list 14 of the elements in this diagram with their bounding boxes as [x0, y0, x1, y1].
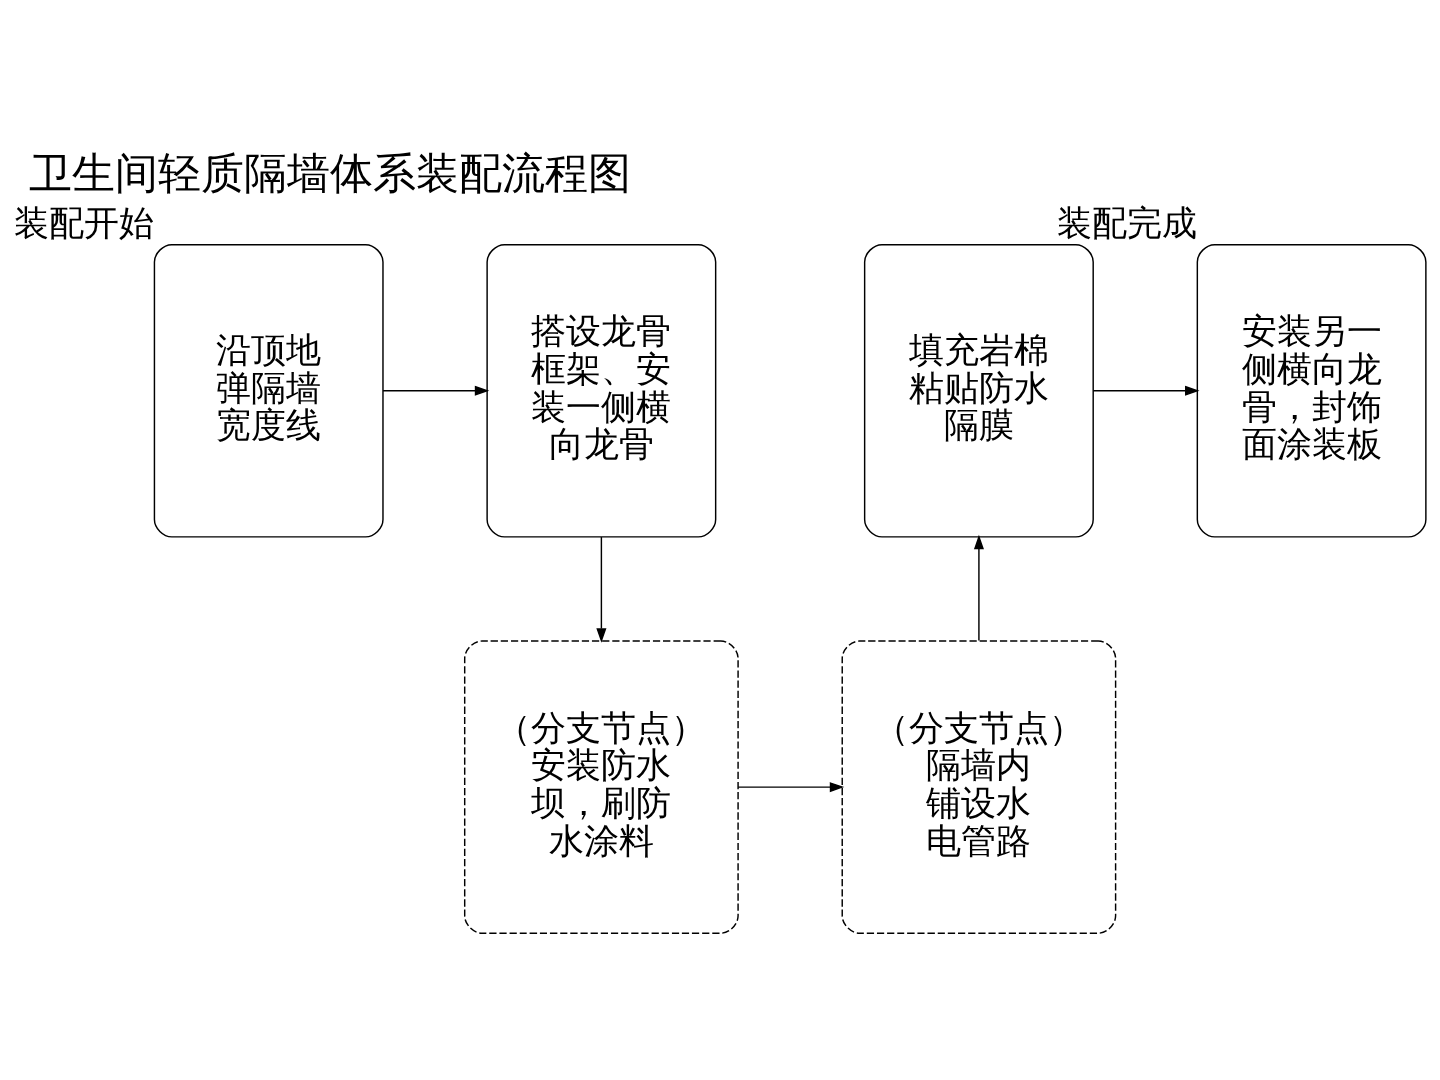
- arrow: [737, 781, 845, 792]
- diagram-title: 卫生间轻质隔墙体系装配流程图: [29, 147, 632, 198]
- node-box: 搭设龙骨框架、安装一侧横向龙骨: [486, 243, 717, 538]
- arrow: [973, 534, 984, 641]
- node-box: （分支节点） 安装防水坝，刷防水涂料: [463, 639, 739, 934]
- arrow: [382, 385, 490, 396]
- arrow: [1092, 385, 1200, 396]
- node-label: 装配完成: [1057, 202, 1198, 243]
- arrow: [596, 535, 607, 643]
- node-box: 安装另一侧横向龙骨，封饰面涂装板: [1196, 243, 1427, 538]
- node-box: 沿顶地弹隔墙宽度线: [153, 243, 384, 538]
- node-box: （分支节点） 隔墙内铺设水电管路: [841, 639, 1117, 934]
- node-box: 填充岩棉粘贴防水隔膜: [863, 243, 1094, 538]
- node-label: 装配开始: [14, 202, 155, 243]
